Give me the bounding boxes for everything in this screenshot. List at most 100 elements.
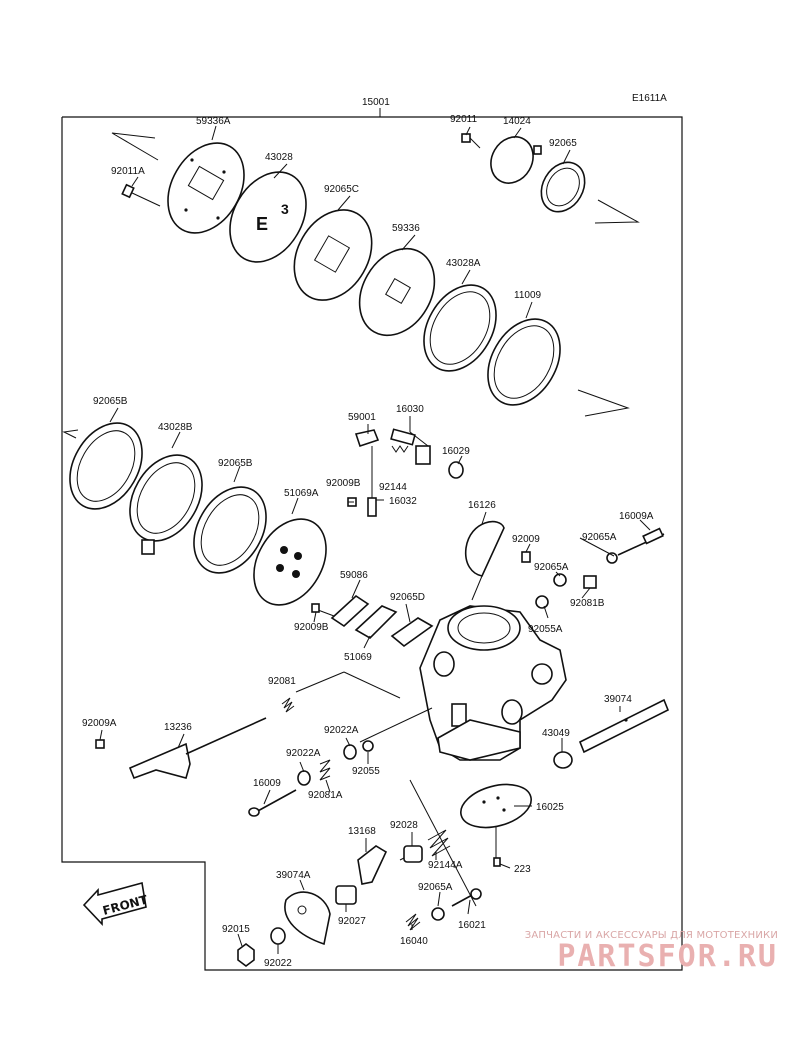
part-92009-screw (521, 551, 531, 563)
part-39074A-cam (284, 891, 331, 946)
ring-16029 (448, 461, 464, 479)
assembly-frame (61, 116, 683, 971)
part-number-label: 51069 (344, 652, 372, 663)
part-number-label: 92055 (352, 766, 380, 777)
part-43028-gasket: E 3 (229, 171, 307, 263)
part-number-label: 92065A (534, 562, 569, 573)
part-number-label: 43028B (158, 422, 193, 433)
part-92081A-spring (319, 759, 331, 781)
screw-92011 (461, 133, 481, 149)
part-59001-lever (354, 429, 380, 517)
part-number-label: 92065A (418, 882, 453, 893)
orientation-arrow-left (111, 132, 159, 161)
part-number-label: 92065B (218, 458, 253, 469)
part-number-label: 39074 (604, 694, 632, 705)
spring-92081 (281, 697, 295, 713)
part-16021-needle (451, 888, 482, 907)
nut-92015 (237, 943, 255, 967)
part-51069A-diaphragm (253, 518, 327, 606)
part-number-label: 16029 (442, 446, 470, 457)
part-number-label: 92065B (93, 396, 128, 407)
part-92065B-gasket (69, 422, 143, 510)
part-11009-gasket (487, 318, 561, 406)
part-number-label: 92081B (570, 598, 605, 609)
part-number-label: 92022 (264, 958, 292, 969)
part-number-label: 43028 (265, 152, 293, 163)
svg-text:E: E (256, 214, 268, 234)
screw-223 (493, 857, 501, 867)
part-92144A-spring (427, 829, 451, 857)
part-number-label: 92144 (379, 482, 407, 493)
part-number-label: 16126 (468, 500, 496, 511)
part-number-label: 43028A (446, 258, 481, 269)
part-92027-collar (335, 885, 357, 905)
carburetor-body (419, 605, 567, 761)
part-number-label: 92015 (222, 924, 250, 935)
front-direction-badge: FRONT (82, 881, 150, 927)
orientation-arrow-lower (577, 389, 630, 417)
part-number-label: 92028 (390, 820, 418, 831)
part-16009A-screw (606, 527, 665, 564)
part-number-label: 39074A (276, 870, 311, 881)
part-13168-lever (357, 845, 388, 885)
part-number-label: 92009 (512, 534, 540, 545)
part-number-label: 59086 (340, 570, 368, 581)
watermark: ЗАПЧАСТИ И АКСЕССУАРЫ ДЛЯ МОТОТЕХНИКИ PA… (525, 930, 778, 974)
part-14024-cap (490, 136, 542, 184)
part-number-label: 43049 (542, 728, 570, 739)
part-number-label: 92022A (324, 725, 359, 736)
orientation-arrow-small (62, 429, 79, 439)
part-number-label: 13236 (164, 722, 192, 733)
part-number-label: 92065A (582, 532, 617, 543)
leader-lines (99, 125, 651, 954)
part-number-label: 92065 (549, 138, 577, 149)
part-92028-collar (403, 845, 423, 863)
part-number-label: 92011A (111, 166, 145, 177)
part-number-label: 92009B (294, 622, 329, 633)
svg-text:3: 3 (281, 201, 289, 217)
part-number-label: 16009A (619, 511, 654, 522)
part-number-label: 92144A (428, 860, 463, 871)
part-43028B-gasket (129, 454, 203, 555)
diagram-code: E1611A (632, 93, 667, 104)
part-number-label: 16009 (253, 778, 281, 789)
part-13236-shaft (95, 717, 267, 780)
part-number-label: 16032 (389, 496, 417, 507)
part-number-label: 51069A (284, 488, 319, 499)
part-59336-plate (358, 247, 436, 337)
washer-92065A-right (553, 573, 567, 587)
part-51069-seal (354, 605, 398, 639)
part-92065D-gasket (390, 617, 434, 648)
part-number-label: 92065C (324, 184, 359, 195)
part-59086-plate (311, 594, 370, 628)
part-number-label: 16021 (458, 920, 486, 931)
part-16126-disc (464, 520, 505, 601)
part-number-label: 92009B (326, 478, 361, 489)
assembly-part-label: 15001 (362, 97, 390, 108)
part-number-label: 92065D (390, 592, 425, 603)
part-number-label: 14024 (503, 116, 531, 127)
part-16009-screw (248, 789, 297, 817)
washer-43049 (553, 751, 573, 769)
part-number-label: 92011 (450, 114, 478, 125)
part-number-label: 59001 (348, 412, 376, 423)
bolt-92011A (121, 183, 161, 207)
washer-92022 (270, 927, 286, 945)
spring-92081B (583, 575, 597, 589)
part-92065C-gasket (293, 209, 373, 301)
part-92055A-oring (535, 595, 549, 609)
part-number-label: 92055A (528, 624, 563, 635)
watermark-caption: ЗАПЧАСТИ И АКСЕССУАРЫ ДЛЯ МОТОТЕХНИКИ (524, 930, 778, 941)
part-number-label: 92027 (338, 916, 366, 927)
part-number-label: 13168 (348, 826, 376, 837)
part-number-label: 59336 (392, 223, 420, 234)
part-number-label: 92081A (308, 790, 343, 801)
part-number-label: 92009A (82, 718, 117, 729)
part-number-label: 16025 (536, 802, 564, 813)
part-number-label: 16030 (396, 404, 424, 415)
part-number-label: 92081 (268, 676, 296, 687)
part-number-label: 11009 (514, 290, 542, 301)
part-number-label: 92022A (286, 748, 321, 759)
part-16030-valve (390, 428, 431, 465)
